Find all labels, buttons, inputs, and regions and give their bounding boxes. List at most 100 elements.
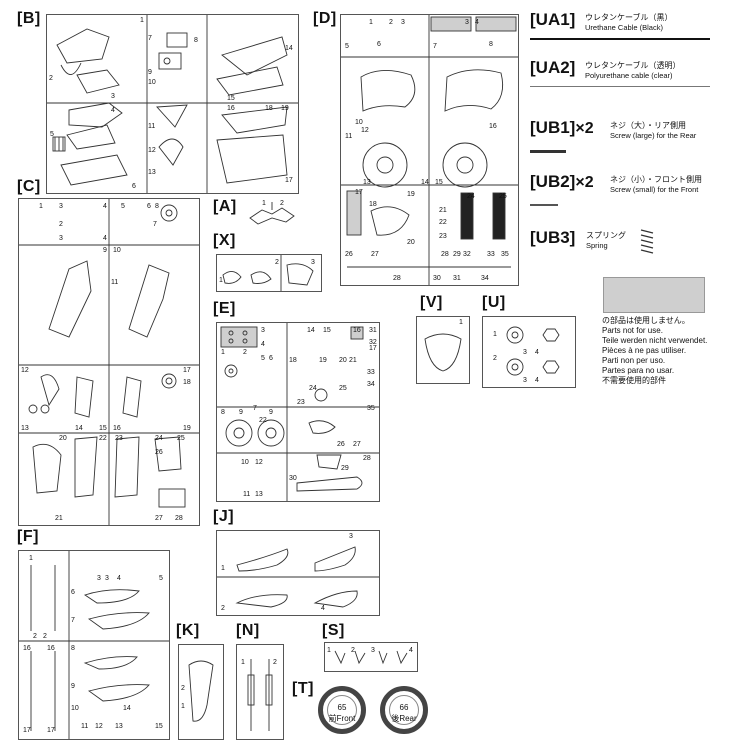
sprue-x-frame: 1 2 3 bbox=[216, 254, 322, 292]
part-number: 27 bbox=[371, 251, 379, 258]
not-for-use-swatch bbox=[603, 277, 705, 313]
sprue-s-frame: 1 2 3 4 bbox=[324, 642, 418, 672]
part-number: 12 bbox=[255, 459, 263, 466]
part-number: 7 bbox=[153, 221, 157, 228]
part-number: 20 bbox=[59, 435, 67, 442]
part-number: 23 bbox=[115, 435, 123, 442]
part-number: 33 bbox=[367, 369, 375, 376]
part-number: 24 bbox=[155, 435, 163, 442]
part-number: 2 bbox=[43, 633, 47, 640]
part-number: 32 bbox=[369, 339, 377, 346]
part-number: 3 bbox=[401, 19, 405, 26]
accessory-qty: ×2 bbox=[575, 174, 594, 191]
tire-position: 前Front bbox=[328, 714, 356, 723]
accessory-code: [UB3] bbox=[530, 228, 576, 247]
sprue-n-label: [N] bbox=[236, 622, 260, 639]
part-number: 28 bbox=[441, 251, 449, 258]
accessory-ua2: [UA2] ウレタンケーブル（透明） Polyurethane cable (c… bbox=[530, 58, 720, 87]
part-number: 20 bbox=[407, 239, 415, 246]
part-number: 4 bbox=[103, 235, 107, 242]
accessory-ub3: [UB3] スプリング Spring bbox=[530, 228, 720, 254]
part-number: 17 bbox=[369, 345, 377, 352]
part-number: 15 bbox=[227, 95, 235, 102]
part-number: 1 bbox=[219, 277, 223, 284]
part-number: 12 bbox=[361, 127, 369, 134]
accessory-ub1: [UB1]×2 ネジ（大）・リア側用 Screw (large) for the… bbox=[530, 118, 720, 153]
part-number: 3 bbox=[311, 259, 315, 266]
part-number: 28 bbox=[393, 275, 401, 282]
sprue-u-frame: 1 2 3 4 3 4 bbox=[482, 316, 576, 388]
part-number: 28 bbox=[175, 515, 183, 522]
part-number: 16 bbox=[489, 123, 497, 130]
part-number: 33 bbox=[487, 251, 495, 258]
cable-black-line bbox=[530, 38, 710, 40]
part-number: 15 bbox=[435, 179, 443, 186]
part-number: 25 bbox=[499, 193, 507, 200]
part-number: 18 bbox=[183, 379, 191, 386]
part-number: 2 bbox=[33, 633, 37, 640]
part-number: 2 bbox=[243, 349, 247, 356]
part-number: 23 bbox=[439, 233, 447, 240]
part-number: 3 bbox=[523, 349, 527, 356]
part-number: 2 bbox=[59, 221, 63, 228]
part-number: 4 bbox=[103, 203, 107, 210]
part-number: 16 bbox=[113, 425, 121, 432]
part-number: 29 bbox=[341, 465, 349, 472]
part-number: 16 bbox=[23, 645, 31, 652]
part-number: 22 bbox=[259, 417, 267, 424]
part-number: 26 bbox=[345, 251, 353, 258]
part-number: 12 bbox=[21, 367, 29, 374]
part-number: 24 bbox=[467, 193, 475, 200]
part-number: 10 bbox=[148, 79, 156, 86]
part-number: 2 bbox=[280, 200, 284, 207]
part-number: 8 bbox=[221, 409, 225, 416]
accessory-code: [UA2] bbox=[530, 58, 576, 77]
part-number: 13 bbox=[148, 169, 156, 176]
part-number: 34 bbox=[367, 381, 375, 388]
part-number: 35 bbox=[501, 251, 509, 258]
part-number: 9 bbox=[71, 683, 75, 690]
part-number: 17 bbox=[183, 367, 191, 374]
part-number: 30 bbox=[289, 475, 297, 482]
part-number: 10 bbox=[241, 459, 249, 466]
accessory-en: Urethane Cable (Black) bbox=[585, 23, 663, 32]
screw-large-icon bbox=[530, 150, 566, 153]
part-number: 11 bbox=[81, 723, 89, 730]
part-number: 4 bbox=[111, 107, 115, 114]
part-number: 11 bbox=[148, 123, 156, 130]
sprue-k-label: [K] bbox=[176, 622, 200, 639]
part-number: 26 bbox=[155, 449, 163, 456]
part-number: 6 bbox=[269, 355, 273, 362]
part-number: 3 bbox=[349, 533, 353, 540]
sprue-b-frame: 1 2 3 4 5 6 7 8 9 10 11 12 13 14 15 16 1… bbox=[46, 14, 299, 194]
part-number: 15 bbox=[155, 723, 163, 730]
part-number: 17 bbox=[285, 177, 293, 184]
part-number: 21 bbox=[349, 357, 357, 364]
part-number: 2 bbox=[275, 259, 279, 266]
part-number: 18 bbox=[265, 105, 273, 112]
part-number: 8 bbox=[489, 41, 493, 48]
cable-clear-line bbox=[530, 86, 710, 87]
part-number: 31 bbox=[369, 327, 377, 334]
part-number: 7 bbox=[71, 617, 75, 624]
part-number: 13 bbox=[363, 179, 371, 186]
part-number: 1 bbox=[493, 331, 497, 338]
part-number: 8 bbox=[155, 203, 159, 210]
sprue-n-frame: 1 2 bbox=[236, 644, 284, 740]
sprue-f-label: [F] bbox=[17, 528, 39, 545]
sprue-k-frame: 2 1 bbox=[178, 644, 224, 740]
part-number: 3 bbox=[97, 575, 101, 582]
accessory-jp: ウレタンケーブル（黒） bbox=[585, 13, 673, 22]
part-number: 3 bbox=[465, 19, 469, 26]
sprue-c-label: [C] bbox=[17, 178, 41, 195]
part-number: 3 bbox=[111, 93, 115, 100]
part-number: 3 bbox=[105, 575, 109, 582]
part-number: 2 bbox=[181, 685, 185, 692]
accessory-qty: ×2 bbox=[575, 120, 594, 137]
part-number: 3 bbox=[59, 203, 63, 210]
part-number: 25 bbox=[339, 385, 347, 392]
tire-position: 後Rear bbox=[391, 714, 417, 723]
part-number: 2 bbox=[49, 75, 53, 82]
sprue-f-parts bbox=[19, 551, 169, 739]
sprue-f-frame: 1 3 3 4 5 6 7 2 2 8 9 16 16 10 11 12 13 … bbox=[18, 550, 170, 740]
